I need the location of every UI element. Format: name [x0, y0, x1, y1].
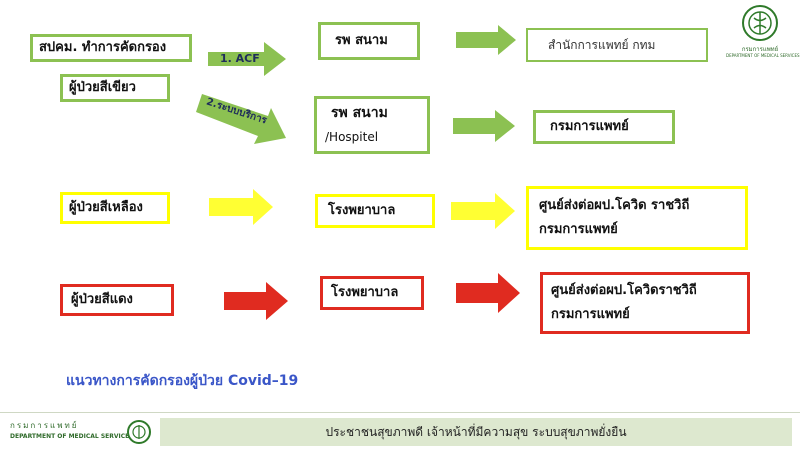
footer-dept-thai: กรมการแพทย์	[10, 421, 79, 430]
logo-text-english: DEPARTMENT OF MEDICAL SERVICES	[726, 53, 800, 58]
screening-label: สปคม. ทำการคัดกรอง	[39, 40, 167, 56]
referral-yellow-line1: ศูนย์ส่งต่อผป.โควิด ราชวิถี	[539, 198, 690, 214]
green-patient-label: ผู้ป่วยสีเขียว	[69, 80, 136, 96]
department-seal-icon	[742, 5, 778, 41]
footer-slogan-band: ประชาชนสุขภาพดี เจ้าหน้าที่มีความสุข ระบ…	[160, 418, 792, 446]
referral-red-line2: กรมการแพทย์	[551, 307, 630, 322]
service-arrow	[196, 94, 286, 144]
page-caption: แนวทางการคัดกรองผู้ป่วย Covid–19	[66, 373, 299, 389]
footer-logo: กรมการแพทย์ DEPARTMENT OF MEDICAL SERVIC…	[10, 417, 160, 447]
medical-office-box: สำนักการแพทย์ กทม	[526, 28, 708, 62]
screening-box: สปคม. ทำการคัดกรอง	[30, 34, 192, 62]
hospitel-label: /Hospitel	[325, 130, 379, 145]
field-hospital-label-1: รพ สนาม	[335, 33, 388, 49]
green-patient-box: ผู้ป่วยสีเขียว	[60, 74, 170, 102]
dept-medical-box-1: กรมการแพทย์	[533, 110, 675, 144]
hospital-red-box: โรงพยาบาล	[320, 276, 424, 310]
hospital-yellow-box: โรงพยาบาล	[315, 194, 435, 228]
field-hospital-box-2: รพ สนาม /Hospitel	[314, 96, 430, 154]
yellow-patient-label: ผู้ป่วยสีเหลือง	[69, 200, 143, 216]
acf-arrow	[208, 42, 286, 76]
acf-label: 1. ACF	[220, 52, 260, 65]
field-hospital-arrow-2	[453, 110, 515, 142]
referral-red-line1: ศูนย์ส่งต่อผป.โควิดราชวิถี	[551, 283, 697, 299]
red-patient-box: ผู้ป่วยสีแดง	[60, 284, 174, 316]
footer-dept-english: DEPARTMENT OF MEDICAL SERVICES	[10, 433, 134, 440]
referral-yellow-line2: กรมการแพทย์	[539, 222, 618, 237]
department-logo: กรมการแพทย์ DEPARTMENT OF MEDICAL SERVIC…	[726, 4, 800, 62]
red-patient-label: ผู้ป่วยสีแดง	[71, 292, 133, 308]
referral-yellow-box: ศูนย์ส่งต่อผป.โควิด ราชวิถี กรมการแพทย์	[526, 186, 748, 250]
hospital-yellow-label: โรงพยาบาล	[328, 203, 396, 219]
footer: กรมการแพทย์ DEPARTMENT OF MEDICAL SERVIC…	[0, 412, 800, 451]
footer-slogan: ประชาชนสุขภาพดี เจ้าหน้าที่มีความสุข ระบ…	[325, 424, 627, 439]
footer-seal-icon	[127, 420, 151, 444]
red-arrow-1	[224, 282, 288, 320]
field-hospital-box-1: รพ สนาม	[318, 22, 420, 60]
field-hospital-label-2: รพ สนาม	[331, 105, 388, 122]
referral-red-box: ศูนย์ส่งต่อผป.โควิดราชวิถี กรมการแพทย์	[540, 272, 750, 334]
dept-medical-label-1: กรมการแพทย์	[550, 119, 629, 135]
red-arrow-2	[456, 273, 520, 313]
yellow-arrow-2	[451, 193, 515, 229]
logo-text-thai: กรมการแพทย์	[741, 46, 779, 53]
medical-office-label: สำนักการแพทย์ กทม	[548, 37, 656, 52]
field-hospital-arrow-1	[456, 25, 516, 55]
hospital-red-label: โรงพยาบาล	[331, 285, 399, 301]
yellow-arrow-1	[209, 189, 273, 225]
yellow-patient-box: ผู้ป่วยสีเหลือง	[60, 192, 170, 224]
